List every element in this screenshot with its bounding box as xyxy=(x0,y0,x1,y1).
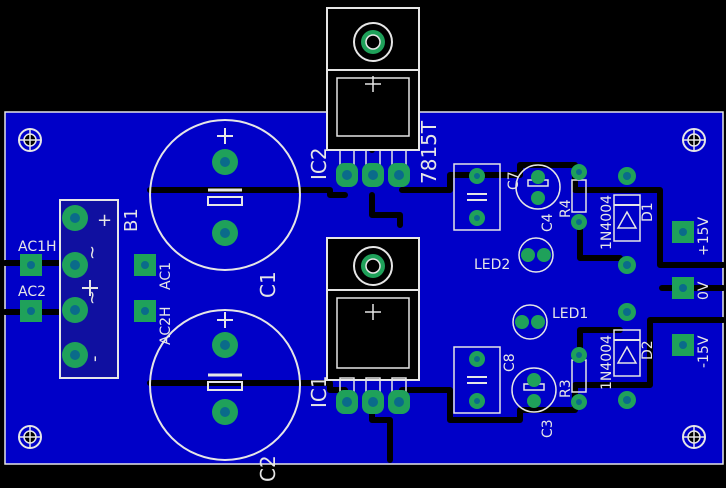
d1-label: D1 xyxy=(640,202,656,222)
b1-tilde-bottom-label: ~ xyxy=(82,290,103,305)
r4-label: R4 xyxy=(558,199,574,218)
capacitor-c1 xyxy=(149,119,301,271)
c4-label: C4 xyxy=(540,213,556,232)
mounting-hole-top-left xyxy=(18,128,42,152)
ac1-label: AC1 xyxy=(158,262,174,290)
ac-input-pads xyxy=(20,254,156,322)
b1-tilde-top-label: ~ xyxy=(82,245,103,260)
b1-minus-label: - xyxy=(84,356,105,363)
capacitor-c8-film xyxy=(453,346,501,414)
bridge-rectifier-b1 xyxy=(59,199,119,379)
mounting-hole-bottom-right xyxy=(682,425,706,449)
c3-label: C3 xyxy=(540,419,556,438)
led1 xyxy=(512,304,548,340)
b1-label: B1 xyxy=(121,208,142,232)
mounting-hole-bottom-left xyxy=(18,425,42,449)
d2-label: D2 xyxy=(640,340,656,360)
led2 xyxy=(518,237,554,273)
b1-plus-label: + xyxy=(97,210,112,231)
r3-label: R3 xyxy=(558,379,574,398)
led1-label: LED1 xyxy=(552,306,588,322)
mounting-hole-top-right xyxy=(682,128,706,152)
regulator-ic2 xyxy=(326,7,420,187)
output-pads xyxy=(672,221,694,356)
ic1-label: IC1 xyxy=(307,375,331,408)
ic2-part-label: 7815T xyxy=(417,120,441,184)
ac2h-label: AC2H xyxy=(158,306,174,345)
capacitor-c3 xyxy=(511,367,557,413)
d1-diode-part-label: 1N4004 xyxy=(599,195,615,250)
out-zero-label: 0V xyxy=(696,281,712,300)
c2-label: C2 xyxy=(256,455,280,482)
resistor-r4 xyxy=(571,164,587,230)
out-pos-label: +15V xyxy=(696,216,712,256)
led2-label: LED2 xyxy=(474,257,510,273)
diode-d2 xyxy=(613,303,641,409)
diode-d1 xyxy=(613,167,641,274)
ic2-label: IC2 xyxy=(307,147,331,180)
d2-diode-part-label: 1N4004 xyxy=(599,335,615,390)
ac2-label: AC2 xyxy=(18,284,46,300)
capacitor-c2 xyxy=(149,309,301,461)
c8-label: C8 xyxy=(502,353,518,372)
capacitor-c4 xyxy=(515,164,561,210)
c1-label: C1 xyxy=(256,271,280,298)
capacitor-c7-film xyxy=(453,163,501,231)
regulator-ic1 xyxy=(326,237,420,414)
resistor-r3 xyxy=(571,347,587,410)
out-neg-label: -15V xyxy=(696,335,712,368)
ac1h-label: AC1H xyxy=(18,239,57,255)
c7-label: C7 xyxy=(506,171,522,190)
